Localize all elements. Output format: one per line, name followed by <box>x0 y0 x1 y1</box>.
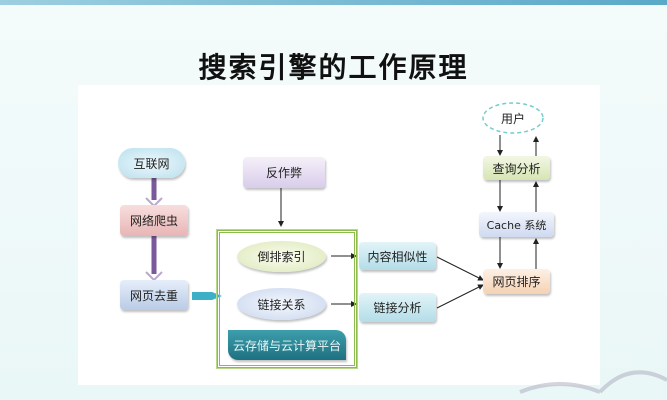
link-relation-ellipse: 链接关系 <box>237 288 326 320</box>
crawler-box: 网络爬虫 <box>120 205 188 236</box>
cache-label: Cache 系统 <box>486 218 547 232</box>
internet-cloud: 互联网 <box>118 148 185 178</box>
page-ranking-box: 网页排序 <box>483 269 550 294</box>
cloud-platform-banner: 云存储与云计算平台 <box>228 330 346 360</box>
page-ranking-label: 网页排序 <box>492 275 541 289</box>
link-analysis-box: 链接分析 <box>359 293 436 322</box>
cloud-platform-label: 云存储与云计算平台 <box>232 338 341 353</box>
dedup-box: 网页去重 <box>120 280 188 310</box>
query-analysis-box: 查询分析 <box>483 156 550 180</box>
cache-box: Cache 系统 <box>479 212 554 237</box>
dedup-label: 网页去重 <box>129 288 178 303</box>
inverted-index-label: 倒排索引 <box>257 250 306 264</box>
anti-spam-box: 反作弊 <box>243 157 325 188</box>
anti-spam-label: 反作弊 <box>265 166 302 180</box>
inverted-index-ellipse: 倒排索引 <box>237 241 326 272</box>
crawler-label: 网络爬虫 <box>129 214 178 228</box>
user-label: 用户 <box>500 111 525 126</box>
slide-title: 搜索引擎的工作原理 <box>198 51 469 84</box>
deco-swirl <box>519 370 667 394</box>
content-similarity-box: 内容相似性 <box>359 242 436 270</box>
user-node: 用户 <box>483 104 543 132</box>
arrow-dedup-frame <box>192 292 222 300</box>
content-similarity-label: 内容相似性 <box>367 249 428 264</box>
internet-label: 互联网 <box>133 156 170 171</box>
top-band <box>0 0 667 5</box>
arrow-similarity-ranking <box>436 256 484 281</box>
arrow-analysis-ranking <box>436 284 484 309</box>
link-relation-label: 链接关系 <box>257 297 306 312</box>
storage-frame <box>216 229 358 369</box>
user-ellipse <box>482 102 544 134</box>
link-analysis-label: 链接分析 <box>373 301 422 315</box>
query-analysis-label: 查询分析 <box>492 161 541 176</box>
